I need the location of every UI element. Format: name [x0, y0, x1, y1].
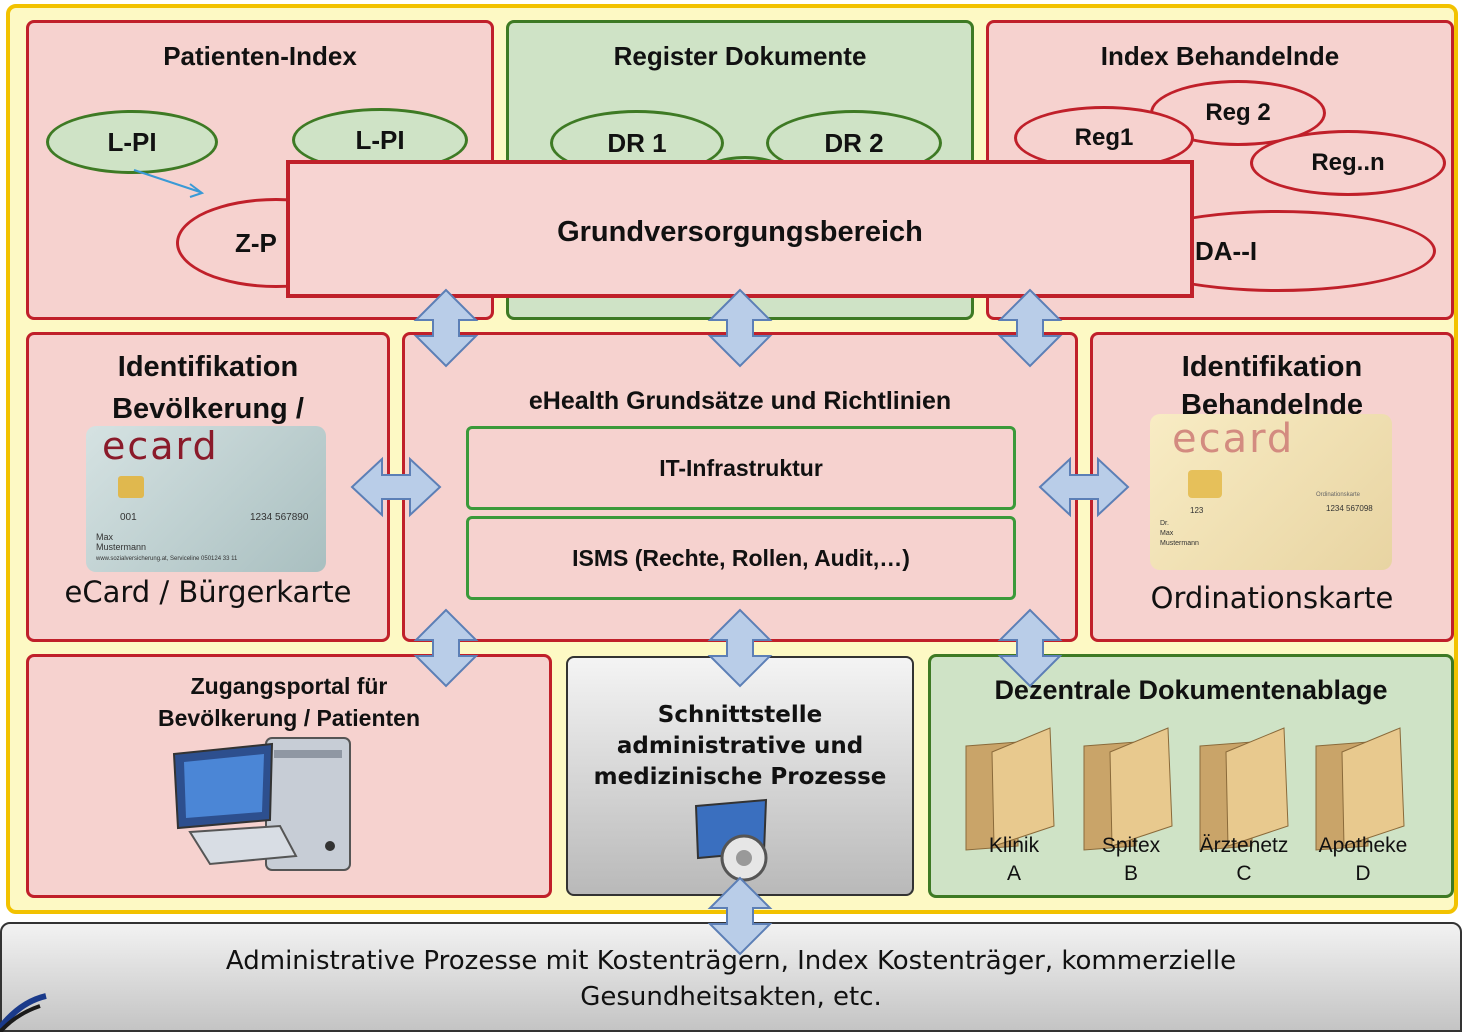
oval-label: Reg1: [1074, 124, 1134, 151]
oval-label: DR 2: [824, 127, 884, 158]
ehealth-title: eHealth Grundsätze und Richtlinien: [528, 387, 952, 415]
folder-name: Spitex: [1101, 834, 1161, 857]
ecard-image: ecard 001 1234 567890 Max Mustermann www…: [86, 424, 326, 572]
ident-bev-title-2: Bevölkerung /: [112, 393, 304, 425]
ecard-name-2: Mustermann: [96, 542, 147, 552]
ecard-logo: ecard: [102, 424, 219, 468]
ecard2-num-right: 1234 567098: [1326, 504, 1373, 513]
double-arrow-vertical: [709, 289, 771, 367]
ident-beh-caption: Ordinationskarte: [1150, 581, 1394, 615]
ecard2-label: Ordinationskarte: [1316, 492, 1361, 498]
folder-icon-b: [1083, 727, 1173, 851]
double-arrow-vertical: [999, 289, 1061, 367]
folder-letter: A: [1006, 862, 1021, 885]
schnittstelle-line-3: medizinische Prozesse: [593, 764, 887, 790]
ecard2-chip: [1188, 470, 1222, 498]
ecard2-name-2: Max: [1160, 530, 1174, 537]
ecard-num-left: 001: [120, 512, 137, 523]
oval-label: DA--I: [1195, 235, 1258, 266]
grundversorgung-box: Grundversorgungsbereich: [286, 160, 1194, 298]
ident-beh-title-1: Identifikation: [1181, 351, 1363, 383]
settings-computer-icon: [694, 798, 768, 882]
corner-swoosh: [0, 993, 47, 1032]
folder-icon-c: [1199, 727, 1289, 851]
register-dokumente-title: Register Dokumente: [613, 41, 867, 71]
folder-icons: [965, 727, 1405, 851]
folder-icon-d: [1315, 727, 1405, 851]
oval-label: L-PI: [355, 124, 405, 155]
link-arrowhead: [189, 183, 205, 198]
ecard-num-right: 1234 567890: [250, 512, 309, 523]
double-arrow-vertical: [415, 289, 477, 367]
double-arrow-vertical: [415, 609, 477, 687]
double-arrow-vertical: [709, 609, 771, 687]
isms-label: ISMS (Rechte, Rollen, Audit,…): [572, 544, 910, 571]
ecard2-name-3: Mustermann: [1160, 540, 1199, 547]
schnittstelle-line-2: administrative und: [616, 733, 864, 759]
link-arrow: [133, 169, 201, 193]
folder-icon-a: [965, 727, 1055, 851]
ecard-chip: [118, 476, 144, 498]
ecard2-logo: ecard: [1172, 416, 1295, 462]
bottom-line-1: Administrative Prozesse mit Kostenträger…: [225, 946, 1237, 976]
double-arrow-horizontal: [1039, 458, 1129, 516]
it-infrastruktur-box: IT-Infrastruktur: [466, 426, 1016, 510]
folder-letter: D: [1355, 862, 1371, 885]
oval-label: Reg 2: [1205, 99, 1271, 126]
computer-icon: [172, 737, 351, 871]
folder-name: Apotheke: [1318, 834, 1408, 857]
double-arrow-horizontal: [351, 458, 441, 516]
zugang-title-1: Zugangsportal für: [190, 673, 388, 699]
it-infrastruktur-label: IT-Infrastruktur: [659, 454, 823, 481]
dezentrale-title: Dezentrale Dokumentenablage: [994, 675, 1388, 705]
isms-box: ISMS (Rechte, Rollen, Audit,…): [466, 516, 1016, 600]
folder-name: Ärztenetz: [1199, 834, 1289, 857]
ecard-name-1: Max: [96, 532, 114, 542]
ecard2-name-1: Dr.: [1160, 520, 1169, 527]
ecard2-num-left: 123: [1190, 506, 1204, 515]
oval-label: L-PI: [107, 126, 157, 157]
oval-label: DR 1: [607, 127, 667, 158]
folder-name: Klinik: [988, 834, 1040, 857]
zugang-title-2: Bevölkerung / Patienten: [157, 705, 420, 731]
schnittstelle-line-1: Schnittstelle: [657, 702, 823, 728]
folder-letter: C: [1236, 862, 1252, 885]
patienten-index-title: Patienten-Index: [163, 41, 357, 71]
index-behandelnde-title: Index Behandelnde: [1100, 41, 1340, 71]
ecard-footer: www.sozialversicherung.at, Serviceline 0…: [96, 556, 238, 562]
double-arrow-vertical: [709, 877, 771, 955]
ordinationskarte-image: ecard Ordinationskarte 123 1234 567098 D…: [1150, 414, 1392, 570]
ident-bev-title-1: Identifikation: [117, 351, 299, 383]
oval-label: Z-P: [235, 227, 277, 258]
grundversorgung-title: Grundversorgungsbereich: [557, 216, 923, 248]
ident-bev-caption: eCard / Bürgerkarte: [64, 575, 352, 609]
bottom-line-2: Gesundheitsakten, etc.: [580, 982, 882, 1012]
oval-regn: Reg..n: [1250, 130, 1446, 196]
oval-label: Reg..n: [1311, 149, 1385, 176]
folder-letter: B: [1123, 862, 1138, 885]
oval-l-pi-1: L-PI: [46, 110, 218, 174]
double-arrow-vertical: [999, 609, 1061, 687]
